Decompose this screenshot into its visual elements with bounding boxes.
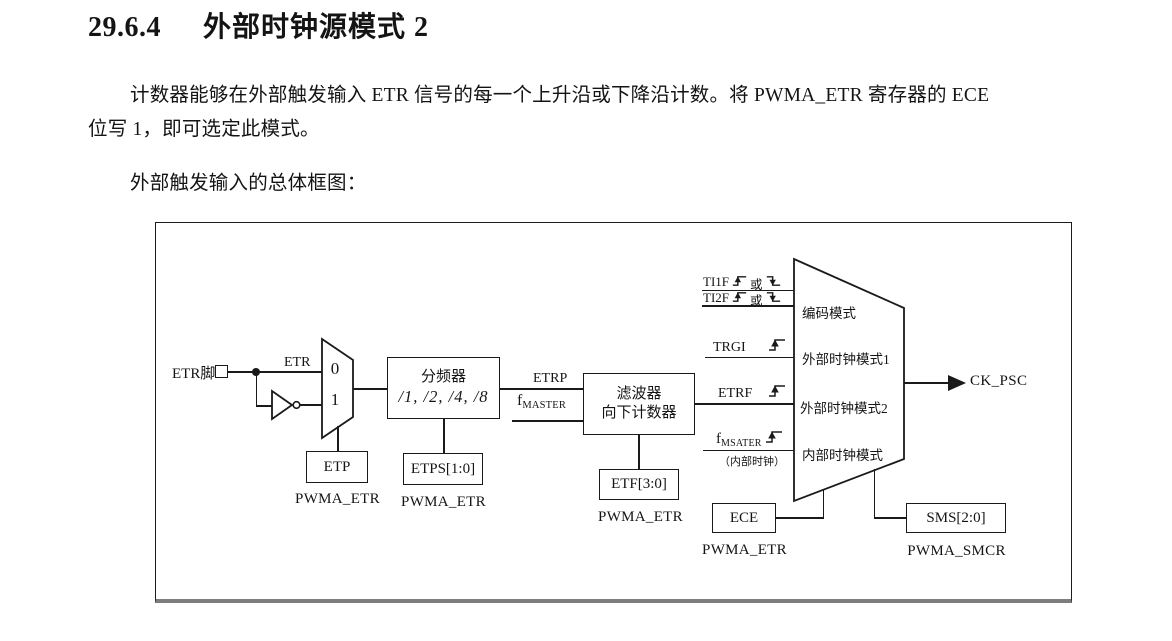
register-label-pwma-etr-4: PWMA_ETR [702,542,787,558]
wire-inverter-out [300,404,322,406]
etr-signal-label: ETR [284,355,311,370]
etf-bit-label: ETF[3:0] [611,476,667,493]
wire-etr-branch [255,372,258,406]
rising-edge-icon [769,339,785,351]
wire-etr [228,371,322,373]
ece-bit-label: ECE [729,509,759,526]
etp-bit-label: ETP [323,458,351,475]
wire-etp-select [337,426,339,451]
prescaler-box: 分频器 /1, /2, /4, /8 [387,357,500,419]
mux-input-1: 1 [330,390,340,409]
wire-ece-h [776,517,824,519]
etrf-signal-label: ETRF [718,386,753,401]
wire-trgi [705,356,794,359]
mode-internal-label: 内部时钟模式 [802,448,883,463]
polarity-mux [321,337,354,440]
wire-sms-h [874,517,906,519]
etp-bit-box: ETP [306,451,368,483]
arrowhead-icon [948,375,966,391]
inverter-icon [271,389,301,421]
section-heading: 29.6.4 外部时钟源模式 2 [88,5,429,45]
etps-bit-box: ETPS[1:0] [403,453,483,485]
internal-clock-note: （内部时钟） [719,456,785,468]
rising-edge-icon [766,431,782,443]
clock-source-mux [793,257,905,503]
mode-encoder-label: 编码模式 [802,306,856,321]
wire-ece-v [822,489,825,518]
wire-ck-psc [904,382,949,384]
wire-etrp [500,388,583,390]
rising-edge-icon [769,385,785,397]
section-title: 外部时钟源模式 2 [203,12,430,43]
wire-etf-select [638,435,640,469]
wire-ti2f [702,305,794,307]
ti1f-signal-label: TI1F [703,274,729,289]
paragraph-line-2: 位写 1，即可选定此模式。 [88,119,320,140]
wire-fmaster [512,420,583,422]
wire-to-inverter [256,405,273,407]
or-label: 或 [750,278,763,292]
sms-bit-box: SMS[2:0] [906,503,1006,533]
filter-title-1: 滤波器 [616,386,662,403]
fmaster-signal-label: fMASTER [517,392,567,411]
mode-external2-label: 外部时钟模式2 [800,401,888,416]
falling-edge-icon [766,276,780,286]
wire-mux-out [353,388,387,390]
ece-bit-box: ECE [712,503,776,533]
etr-pin-label: ETR脚 [172,366,216,382]
or-label: 或 [750,294,763,308]
register-label-pwma-etr-3: PWMA_ETR [598,509,683,525]
section-number: 29.6.4 [88,12,161,43]
register-label-pwma-etr-1: PWMA_ETR [295,491,380,507]
register-label-pwma-etr-2: PWMA_ETR [401,494,486,510]
rising-edge-icon [732,292,747,302]
figure-intro: 外部触发输入的总体框图： [130,173,367,194]
mode-external1-label: 外部时钟模式1 [802,352,890,367]
ti2f-signal-label: TI2F [703,290,729,305]
rising-edge-icon [732,276,747,286]
falling-edge-icon [766,292,780,302]
wire-ti1f [702,289,794,292]
wire-etps-select [443,419,445,453]
ti2f-row: TI2F 或 [703,290,781,309]
wire-fmsater [703,449,794,452]
wire-etrf [695,403,794,405]
filter-box: 滤波器 向下计数器 [583,373,695,435]
filter-title-2: 向下计数器 [601,405,677,421]
sms-bit-label: SMS[2:0] [926,509,986,526]
paragraph-line-1: 计数器能够在外部触发输入 ETR 信号的每一个上升沿或下降沿计数。将 PWMA_… [130,85,990,106]
ck-psc-signal-label: CK_PSC [970,373,1028,389]
ti1f-row: TI1F 或 [703,274,781,293]
register-label-pwma-smcr: PWMA_SMCR [907,543,1006,559]
mux-input-0: 0 [330,359,340,378]
trgi-signal-label: TRGI [713,340,746,355]
prescaler-ratios: /1, /2, /4, /8 [398,387,489,407]
etr-pin-icon [215,365,228,378]
etrp-signal-label: ETRP [533,371,568,386]
etps-bit-label: ETPS[1:0] [410,460,476,477]
fmsater-signal-label: fMSATER [716,431,762,449]
etf-bit-box: ETF[3:0] [599,469,679,500]
prescaler-title: 分频器 [420,369,466,386]
figure-frame: ETR脚 ETR 0 1 ETP PWMA_ETR 分频器 /1, /2, /4… [155,222,1072,603]
wire-sms-v [873,469,876,518]
